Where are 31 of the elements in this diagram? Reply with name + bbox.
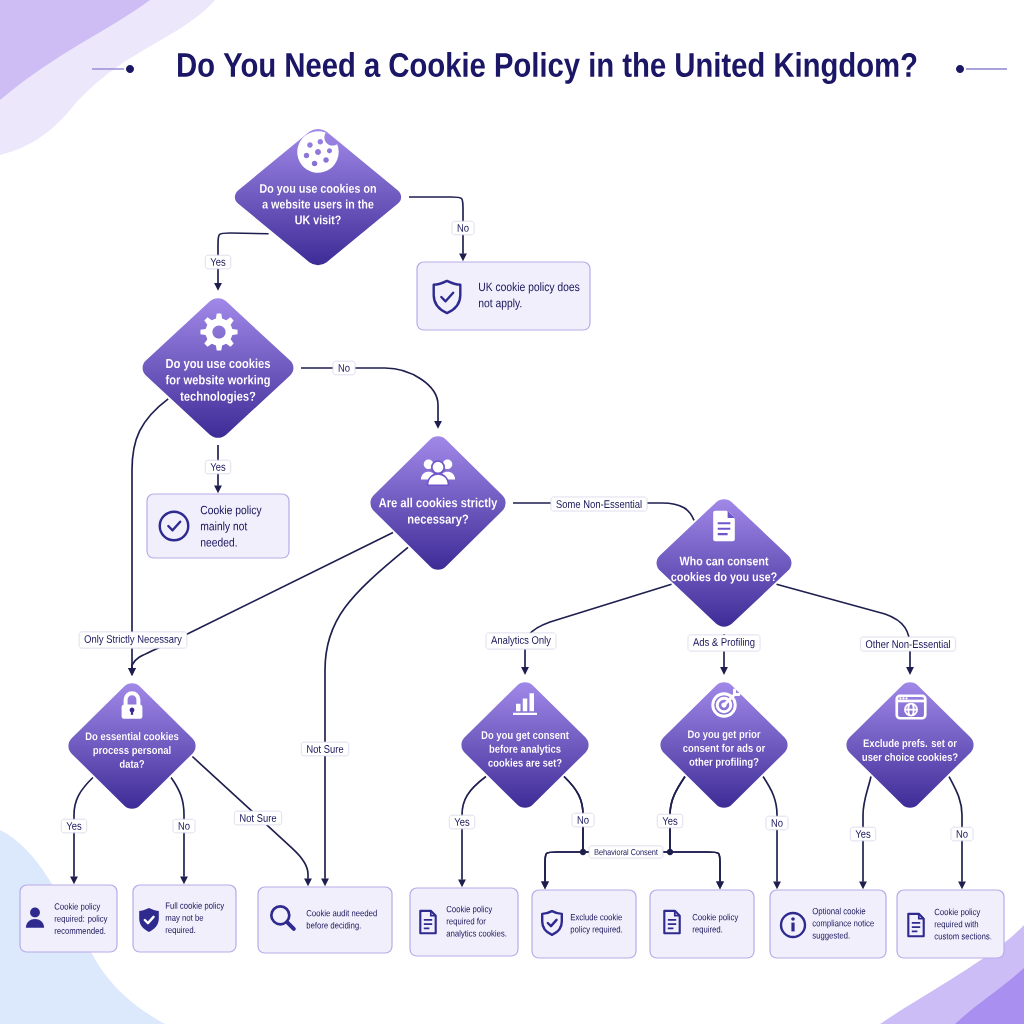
edge-label: No	[571, 812, 595, 828]
result-box: Exclude cookie policy required.	[531, 889, 637, 959]
edge-label: Yes	[60, 818, 88, 834]
edge-label: Only Strictly Necessary	[78, 631, 188, 649]
edge-label: Behavioral Consent	[588, 845, 664, 859]
title: Do You Need a Cookie Policy in the United Kingdom?	[178, 52, 917, 84]
edge-label: Yes	[204, 254, 232, 270]
edge-label: Some Non-Essential	[550, 496, 648, 512]
edge-label: Not Sure	[233, 810, 283, 826]
result-box: Cookie policy mainly not needed.	[146, 493, 290, 559]
edge-label: Yes	[448, 814, 476, 830]
result-box: Optional cookie compliance notice suggested.	[769, 889, 887, 959]
result-box: Cookie policy required.	[649, 889, 755, 959]
result-box: Full cookie policy may not be required.	[132, 884, 237, 953]
result-box: Cookie policy required for analytics cookies.	[409, 887, 519, 957]
edge-label: Not Sure	[300, 741, 350, 757]
result-box: Cookie policy required with custom sections.	[896, 889, 1005, 959]
result-box: Cookie policy required: policy recommended.	[19, 884, 118, 953]
edge-label: No	[765, 815, 789, 831]
edge-label: Other Non-Essential	[860, 636, 956, 652]
edge-label: Ads & Profiling	[687, 634, 761, 652]
edge-label: Yes	[204, 459, 232, 475]
edge-label: Yes	[849, 826, 877, 842]
result-box: Cookie audit needed before deciding.	[257, 886, 393, 954]
edge-label: Analytics Only	[485, 632, 557, 650]
edge-label: Yes	[656, 813, 684, 829]
edge-label: No	[451, 220, 475, 236]
edge-label: No	[172, 818, 196, 834]
edge-label: No	[332, 360, 356, 376]
edge-label: No	[950, 826, 974, 842]
result-box: UK cookie policy does not apply.	[416, 261, 591, 331]
